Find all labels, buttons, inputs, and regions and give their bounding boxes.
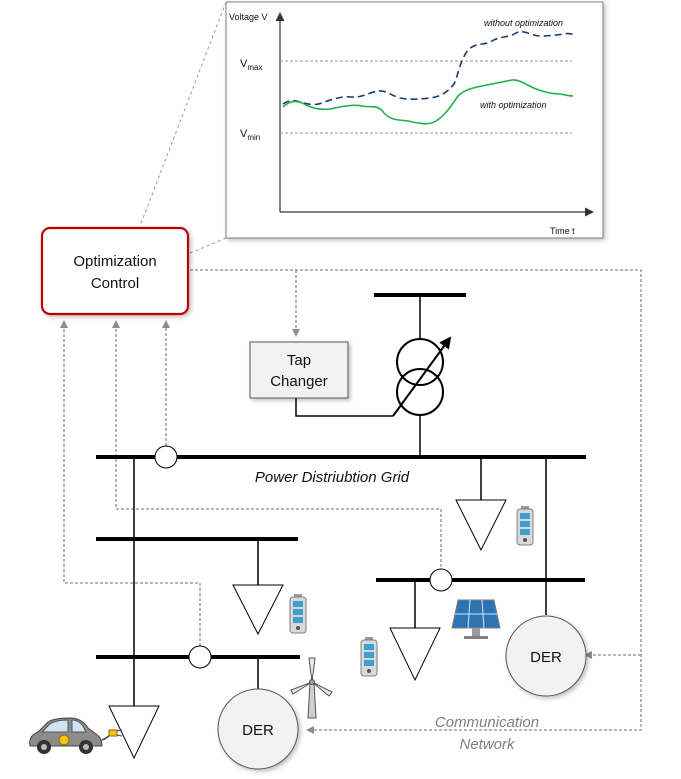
- inset-frame: [225, 1, 604, 239]
- load-triangle-icon: [389, 627, 441, 682]
- tap-changer-node[interactable]: Tap Changer: [249, 341, 393, 417]
- tap-changer-control-wire: [295, 398, 393, 417]
- tap-changer-box[interactable]: [249, 341, 349, 399]
- optimization-control-label-line1: Optimization: [73, 253, 156, 270]
- comm-network-label-line1: Communication: [435, 714, 539, 731]
- series-with-label: with optimization: [480, 100, 547, 110]
- battery-icon: [289, 594, 307, 634]
- der-lower-circle[interactable]: [217, 688, 299, 770]
- comm-link-lower-bus: [60, 320, 201, 646]
- electric-car-icon: [29, 717, 123, 754]
- measurement-point-right: [429, 568, 453, 592]
- optimization-control-box[interactable]: [40, 226, 190, 316]
- series-without-label: without optimization: [484, 18, 563, 28]
- y-axis-label: Voltage V: [229, 12, 268, 22]
- der-upper-circle[interactable]: [505, 615, 587, 697]
- measurement-point-lower: [188, 645, 212, 669]
- tap-changer-label-line1: Tap: [287, 352, 311, 369]
- communication-links: [60, 269, 642, 734]
- transformer-tap-arrow: [392, 336, 452, 417]
- series-without-optimization: [282, 30, 574, 106]
- callout-line-top: [139, 1, 227, 227]
- wind-turbine-icon: [290, 657, 333, 719]
- vmin-label: Vmin: [240, 128, 260, 142]
- vmax-label: Vmax: [240, 58, 262, 72]
- battery-icon: [516, 506, 534, 546]
- load-triangle-icon: [232, 584, 284, 636]
- load-triangle-icon: [455, 499, 507, 552]
- optimization-control-label-line2: Control: [91, 275, 139, 292]
- callout-line-bottom: [187, 237, 227, 255]
- transformer-winding-bottom: [396, 368, 444, 416]
- voltage-inset-chart: Voltage V Time t Vmax Vmin without optim…: [139, 1, 604, 255]
- measurement-point-main: [154, 445, 178, 469]
- optimization-control-node[interactable]: Optimization Control: [40, 226, 190, 316]
- der-lower-node[interactable]: DER: [217, 688, 299, 770]
- grid-label: Power Distriubtion Grid: [255, 469, 410, 486]
- series-with-optimization: [282, 79, 574, 125]
- loads: [108, 499, 507, 760]
- measurement-points: [154, 445, 453, 669]
- solar-panel-icon: [451, 599, 501, 639]
- der-upper-node[interactable]: DER: [505, 615, 587, 697]
- transformer-winding-top: [396, 338, 444, 386]
- tap-changer-label-line2: Changer: [270, 373, 328, 390]
- comm-link-control-to-network: [190, 269, 642, 734]
- load-triangle-icon: [108, 705, 160, 760]
- comm-network-label-line2: Network: [459, 736, 516, 753]
- der-upper-label: DER: [530, 649, 562, 666]
- comm-link-right-bus: [112, 320, 442, 567]
- transformer-icon: [374, 293, 466, 456]
- x-axis-label: Time t: [550, 226, 575, 236]
- der-lower-label: DER: [242, 722, 274, 739]
- battery-icon: [360, 637, 378, 677]
